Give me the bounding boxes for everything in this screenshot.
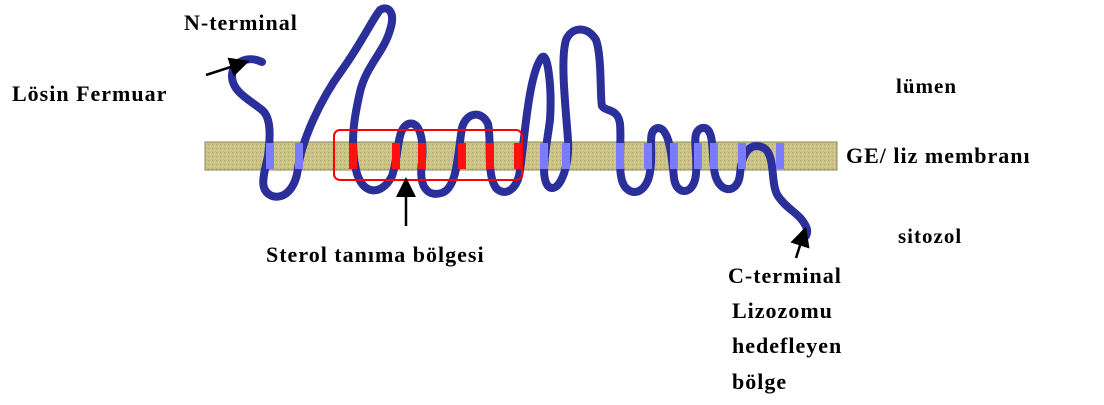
n-terminal-label: N-terminal [184, 10, 298, 35]
lumen-label: lümen [896, 74, 957, 98]
lysosome-targeting-label-line2: hedefleyen [732, 333, 842, 358]
membrane-label: GE/ liz membranı [846, 143, 1031, 168]
lysosome-targeting-label-line1: Lizozomu [732, 298, 833, 323]
protein-chain [232, 8, 807, 236]
c-terminal-label: C-terminal [728, 263, 842, 288]
lysosome-targeting-label-line3: bölge [732, 369, 787, 394]
c-terminal-arrow [796, 236, 803, 258]
losin-fermuar-label: Lösin Fermuar [12, 81, 167, 106]
sitozol-label: sitozol [898, 224, 962, 248]
sterol-region-label: Sterol tanıma bölgesi [266, 242, 485, 267]
